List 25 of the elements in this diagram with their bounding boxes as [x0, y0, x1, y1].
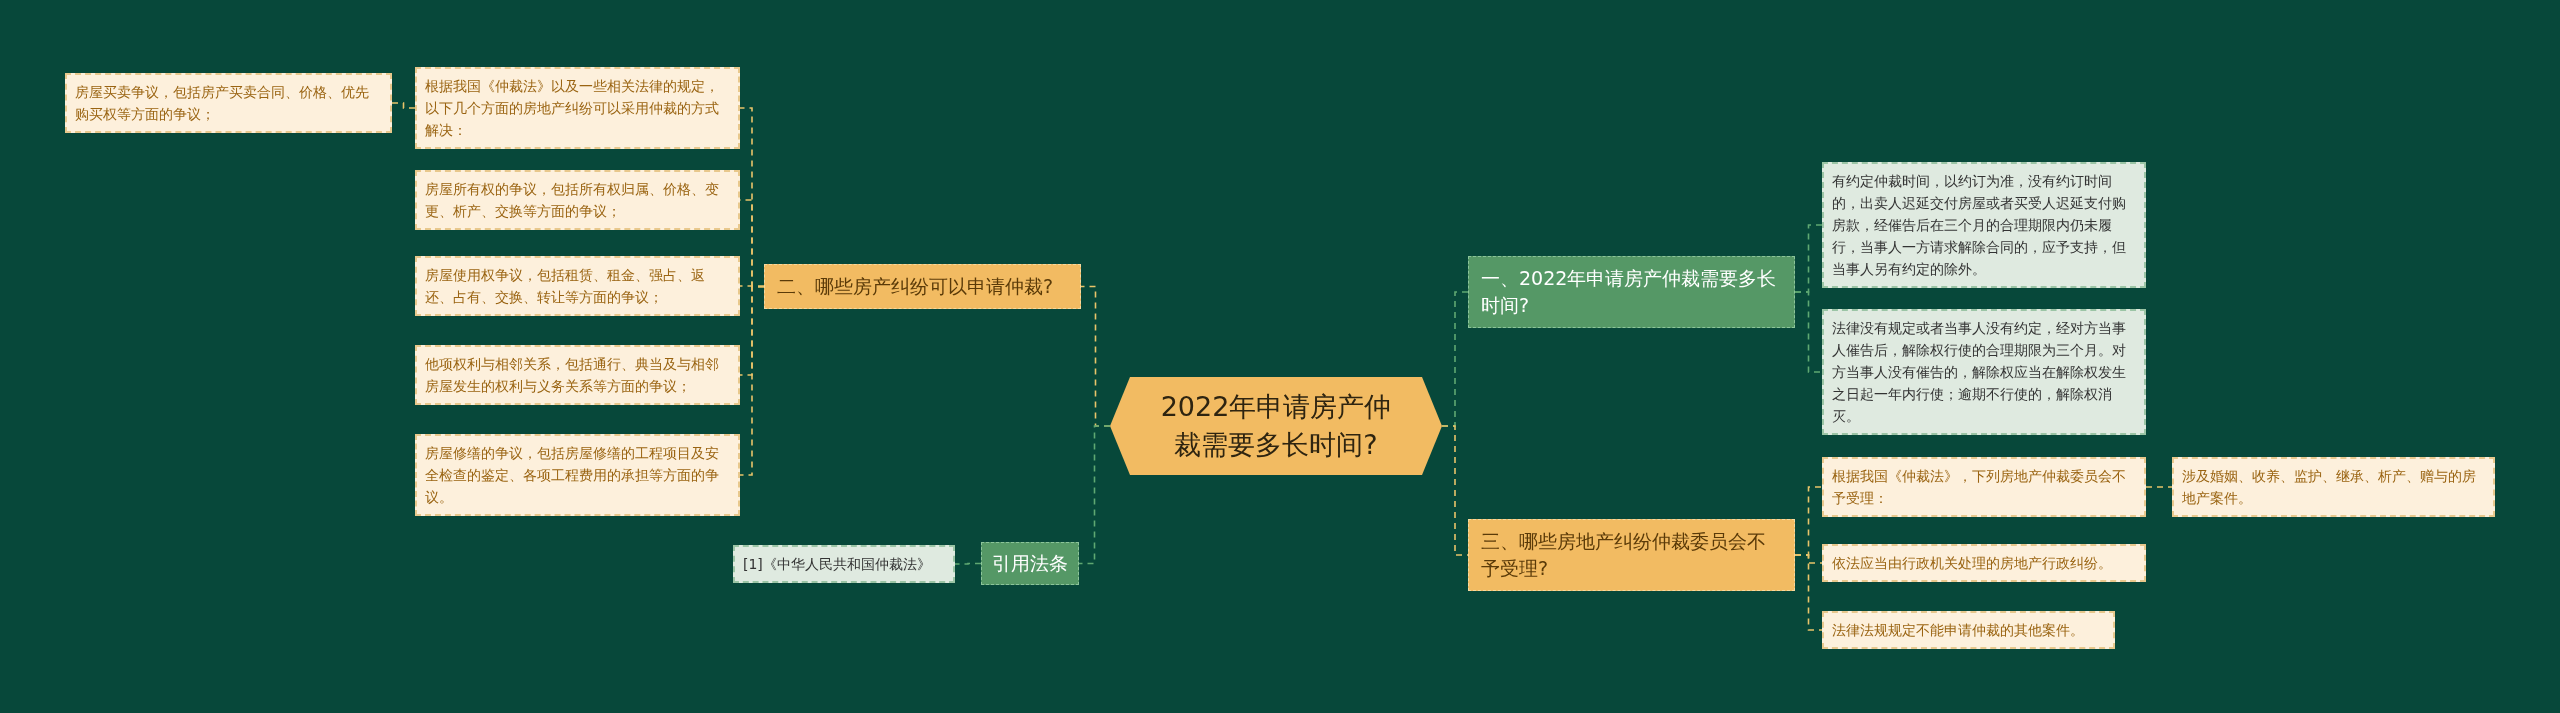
connector-line — [1078, 425, 1111, 565]
note-box: 根据我国《仲裁法》，下列房地产仲裁委员会不予受理： — [1822, 457, 2146, 517]
central-topic-hexagon: 2022年申请房产仲裁需要多长时间? — [1110, 377, 1442, 475]
note-box: 房屋使用权争议，包括租赁、租金、强占、返还、占有、交换、转让等方面的争议； — [415, 256, 740, 316]
note-box: 他项权利与相邻关系，包括通行、典当及与相邻房屋发生的权利与义务关系等方面的争议； — [415, 345, 740, 405]
topic-box: 三、哪些房地产纠纷仲裁委员会不予受理? — [1468, 519, 1795, 591]
note-box: 依法应当由行政机关处理的房地产行政纠纷。 — [1822, 544, 2146, 582]
topic-box: 二、哪些房产纠纷可以申请仲裁? — [764, 264, 1081, 309]
connector-line — [1794, 291, 1823, 373]
note-box: 有约定仲裁时间，以约订为准，没有约订时间的，出卖人迟延交付房屋或者买受人迟延支付购房款，经催告后在三个月的合理期限内仍未履行，当事人一方请求解除合同的，应予支持，但当事人另有约定的除外。 — [1822, 162, 2146, 288]
connector-line — [739, 285, 765, 476]
topic-box: 一、2022年申请房产仲裁需要多长时间? — [1468, 256, 1795, 328]
note-box: 房屋修缮的争议，包括房屋修缮的工程项目及安全检查的鉴定、各项工程费用的承担等方面的争议。 — [415, 434, 740, 516]
note-box: 根据我国《仲裁法》以及一些相关法律的规定，以下几个方面的房地产纠纷可以采用仲裁的方式解决： — [415, 67, 740, 149]
topic-box: 引用法条 — [981, 542, 1079, 585]
note-box: [1]《中华人民共和国仲裁法》 — [733, 545, 955, 583]
note-box: 房屋所有权的争议，包括所有权归属、价格、变更、析产、交换等方面的争议； — [415, 170, 740, 230]
connector-line — [1794, 554, 1823, 631]
note-box: 房屋买卖争议，包括房产买卖合同、价格、优先购买权等方面的争议； — [65, 73, 392, 133]
connector-line — [954, 562, 982, 565]
note-box: 涉及婚姻、收养、监护、继承、析产、赠与的房地产案件。 — [2172, 457, 2495, 517]
connector-line — [391, 102, 416, 109]
note-box: 法律没有规定或者当事人没有约定，经对方当事人催告后，解除权行使的合理期限为三个月。对方当事人没有催告的，解除权应当在解除权发生之日起一年内行使；逾期不行使的，解除权消灭。 — [1822, 309, 2146, 435]
connector-line — [2145, 486, 2173, 488]
note-box: 法律法规规定不能申请仲裁的其他案件。 — [1822, 611, 2115, 649]
